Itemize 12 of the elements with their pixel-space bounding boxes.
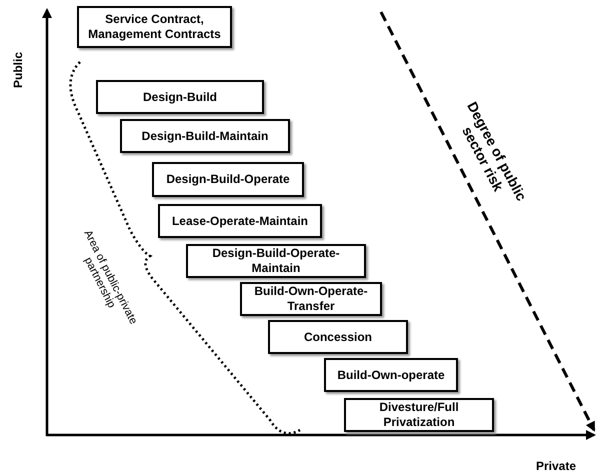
contract-type-box: Design-Build-Operate-Maintain (186, 244, 366, 278)
contract-type-box: Concession (268, 320, 408, 354)
contract-type-box: Divesture/Full Privatization (344, 398, 494, 432)
contract-type-box: Lease-Operate-Maintain (158, 204, 322, 238)
contract-type-box: Build-Own-operate (324, 358, 458, 392)
contract-type-box: Design-Build (96, 80, 264, 114)
axis-label: Public (11, 52, 25, 88)
contract-type-box: Design-Build-Operate (152, 162, 304, 197)
contract-type-box: Design-Build-Maintain (120, 119, 290, 153)
contract-type-box: Service Contract, Management Contracts (77, 6, 232, 48)
contract-type-box: Build-Own-Operate-Transfer (240, 282, 382, 316)
axis-label: Private (536, 459, 576, 473)
